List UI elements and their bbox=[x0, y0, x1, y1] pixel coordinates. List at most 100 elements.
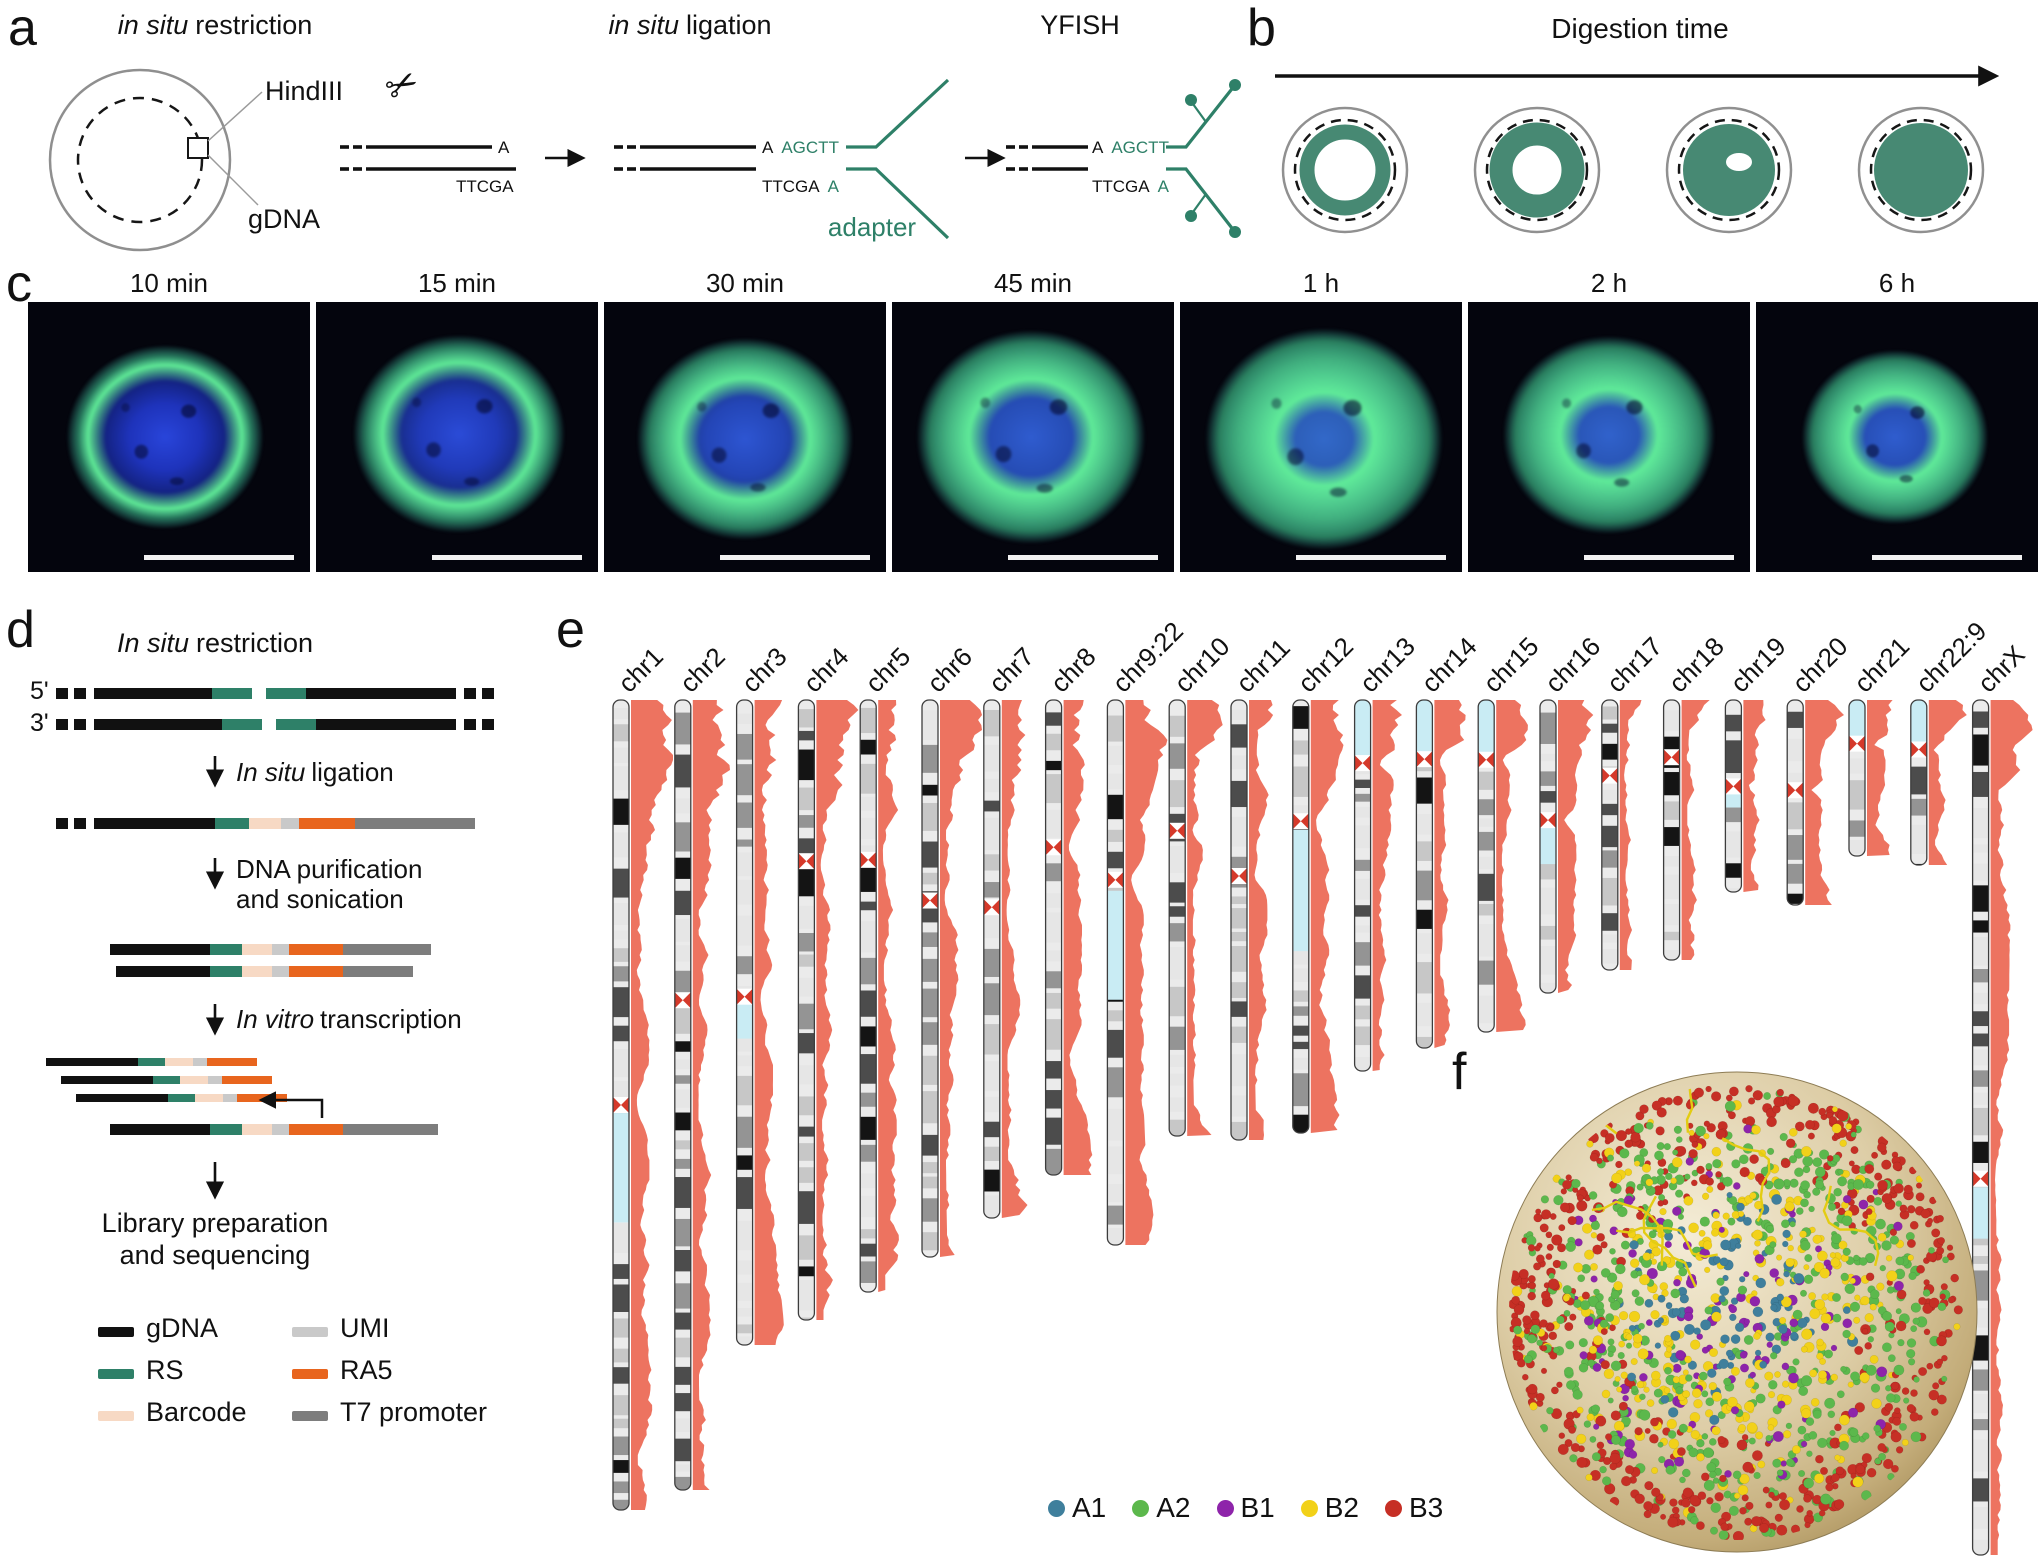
genome-bead bbox=[1587, 1359, 1596, 1367]
genome-bead bbox=[1800, 1440, 1808, 1448]
genome-bead bbox=[1746, 1422, 1758, 1433]
nucleus-dashed-outline bbox=[1869, 118, 1973, 222]
cyan-segment bbox=[1478, 700, 1495, 757]
genome-bead bbox=[1704, 1266, 1711, 1274]
genome-bead bbox=[1941, 1375, 1948, 1383]
genome-bead bbox=[1926, 1362, 1934, 1370]
genome-bead bbox=[1922, 1303, 1933, 1314]
genome-bead bbox=[1877, 1179, 1888, 1191]
digestion-stage-1 bbox=[1281, 106, 1409, 234]
genome-bead bbox=[1615, 1160, 1623, 1169]
genome-bead bbox=[1527, 1334, 1537, 1344]
ideogram bbox=[1231, 700, 1247, 1140]
genome-bead bbox=[1915, 1192, 1925, 1202]
genome-bead bbox=[1776, 1469, 1784, 1477]
ideogram bbox=[798, 700, 815, 1320]
chromosome-label: chr6 bbox=[921, 641, 978, 698]
genome-bead bbox=[1751, 1516, 1762, 1527]
centromere bbox=[1609, 767, 1618, 784]
genome-bead bbox=[1768, 1491, 1775, 1499]
genome-bead bbox=[1796, 1505, 1804, 1513]
ideogram-outline bbox=[797, 699, 816, 1321]
genome-bead bbox=[1838, 1414, 1850, 1426]
step3-title: YFISH bbox=[1040, 10, 1120, 40]
genome-bead bbox=[1558, 1432, 1566, 1440]
genome-bead bbox=[1651, 1246, 1661, 1257]
genome-bead bbox=[1691, 1141, 1699, 1148]
genome-bead bbox=[1789, 1221, 1796, 1228]
genome-bead bbox=[1589, 1152, 1599, 1162]
genome-bead bbox=[1657, 1294, 1666, 1303]
genome-bead bbox=[1715, 1129, 1727, 1140]
genome-bead bbox=[1918, 1296, 1927, 1306]
genome-bead bbox=[1788, 1155, 1798, 1164]
genome-bead bbox=[1818, 1370, 1828, 1380]
genome-bead bbox=[1730, 1366, 1740, 1376]
genome-bead bbox=[1941, 1354, 1948, 1362]
cyan-segment bbox=[1107, 890, 1124, 1000]
genome-bead bbox=[1614, 1263, 1626, 1275]
genome-bead bbox=[1803, 1274, 1814, 1285]
genome-bead bbox=[1788, 1372, 1799, 1384]
genome-bead bbox=[1605, 1433, 1613, 1441]
genome-bead bbox=[1639, 1373, 1648, 1382]
genome-bead bbox=[1887, 1473, 1895, 1481]
zoom-region-box bbox=[187, 137, 209, 159]
legend-dot bbox=[1048, 1499, 1065, 1517]
step-label-purification-2: and sonication bbox=[236, 884, 404, 914]
genome-bead bbox=[1530, 1324, 1541, 1335]
genome-bead bbox=[1738, 1210, 1745, 1218]
genome-bead bbox=[1683, 1311, 1694, 1322]
ideogram-outline bbox=[735, 699, 754, 1346]
genome-bead bbox=[1589, 1435, 1597, 1443]
genome-bead bbox=[1718, 1295, 1726, 1303]
genome-bead bbox=[1547, 1278, 1560, 1290]
legend-label: UMI bbox=[340, 1313, 390, 1343]
genome-bead bbox=[1584, 1249, 1595, 1260]
genome-bead bbox=[1605, 1313, 1615, 1322]
genome-bead bbox=[1826, 1155, 1834, 1162]
genome-bead bbox=[1533, 1262, 1542, 1271]
genome-bead bbox=[1718, 1530, 1729, 1540]
genome-bead bbox=[1884, 1321, 1895, 1332]
genome-bead bbox=[1729, 1313, 1737, 1322]
genome-bead bbox=[1866, 1194, 1875, 1204]
gpseq-profile bbox=[631, 700, 673, 1510]
genome-bead bbox=[1920, 1208, 1931, 1219]
genome-bead bbox=[1858, 1199, 1869, 1210]
genome-bead bbox=[1820, 1312, 1832, 1324]
genome-bead bbox=[1576, 1433, 1587, 1445]
transcription-start-arrow bbox=[258, 1091, 324, 1118]
ideogram bbox=[1354, 700, 1371, 1071]
genome-bead bbox=[1675, 1349, 1686, 1360]
genome-bead bbox=[1664, 1240, 1672, 1249]
genome-bead bbox=[1786, 1458, 1795, 1467]
genome-bead bbox=[1840, 1365, 1847, 1373]
genome-bead bbox=[1650, 1310, 1660, 1320]
genome-bead bbox=[1783, 1430, 1792, 1439]
genome-bead bbox=[1540, 1195, 1550, 1204]
genome-bead bbox=[1751, 1450, 1763, 1461]
genome-bead bbox=[1743, 1271, 1750, 1278]
genome-bead bbox=[1511, 1295, 1521, 1305]
centromere bbox=[1362, 755, 1371, 772]
genome-bead bbox=[1830, 1257, 1841, 1268]
genome-bead bbox=[1649, 1433, 1659, 1444]
genome-bead bbox=[1801, 1328, 1813, 1340]
genome-bead bbox=[1913, 1376, 1920, 1383]
genome-bead bbox=[1576, 1456, 1588, 1468]
genome-bead bbox=[1946, 1244, 1954, 1251]
genome-bead bbox=[1784, 1201, 1795, 1212]
genome-bead bbox=[1886, 1270, 1898, 1282]
genome-bead bbox=[1706, 1185, 1714, 1193]
genome-bead bbox=[1657, 1199, 1664, 1207]
template-with-t7-arrow bbox=[110, 1091, 438, 1135]
genome-bead bbox=[1534, 1245, 1541, 1252]
chromosome-column: chr10 bbox=[1168, 631, 1235, 1137]
scale-bar bbox=[720, 555, 870, 560]
genome-bead bbox=[1607, 1397, 1614, 1404]
genome-bead bbox=[1535, 1254, 1545, 1264]
genome-bead bbox=[1564, 1439, 1573, 1448]
